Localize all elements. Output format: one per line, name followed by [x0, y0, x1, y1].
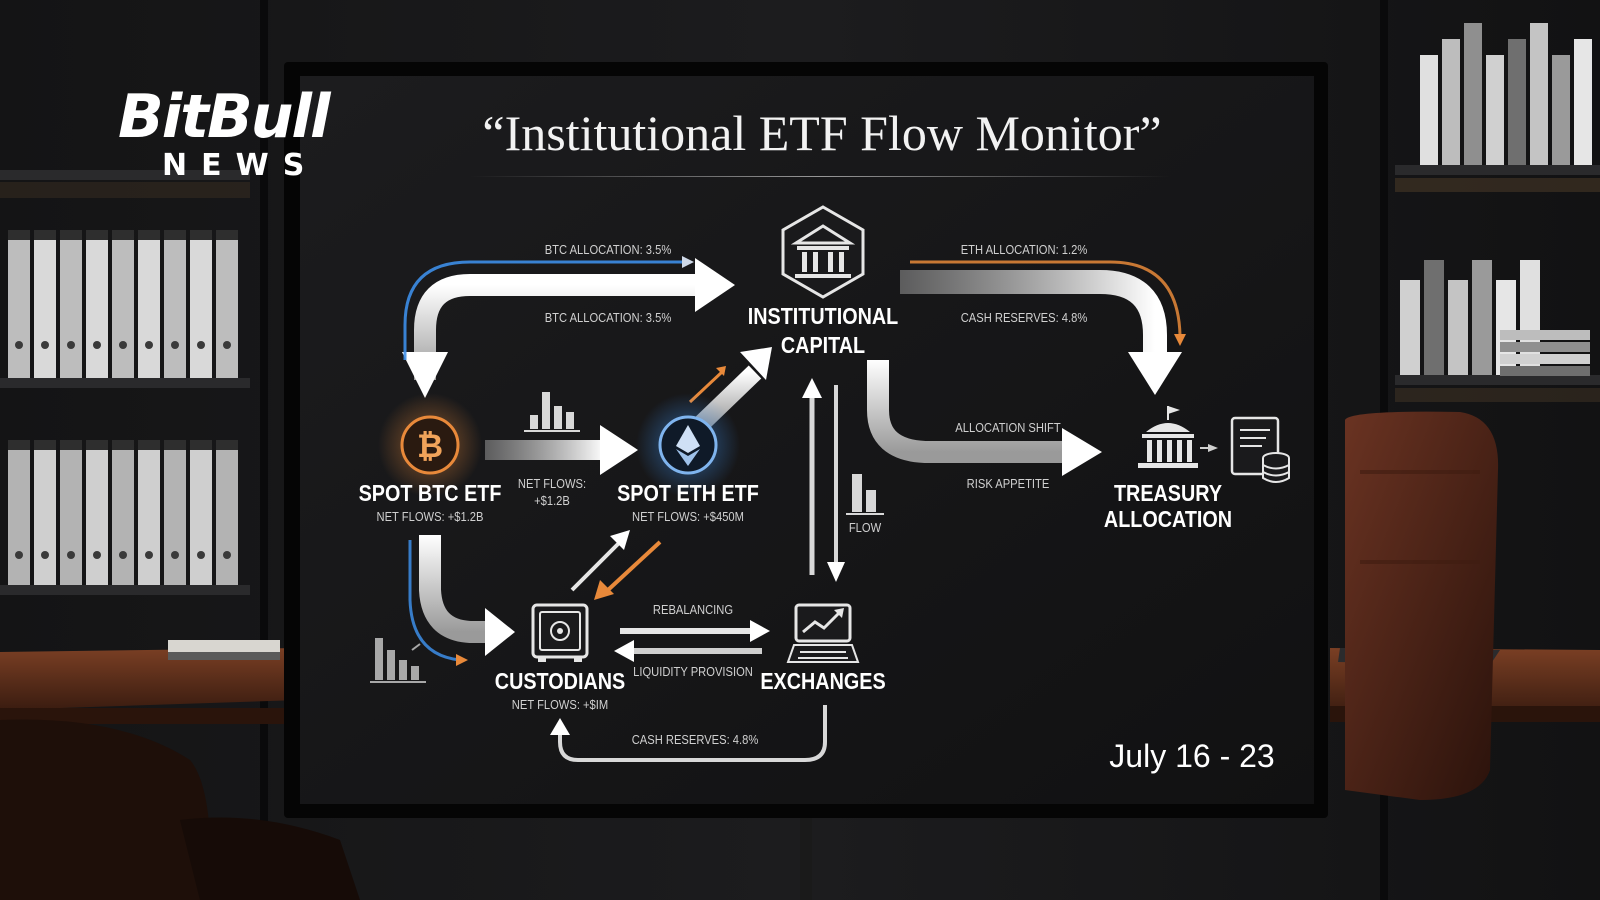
node-institutional-line1: INSTITUTIONAL — [747, 303, 899, 329]
label-net-flows-line2: +$1.2B — [534, 493, 570, 508]
bar-chart-icon — [524, 392, 580, 432]
label-liquidity-provision: LIQUIDITY PROVISION — [633, 664, 753, 679]
treasury-building-icon — [1138, 406, 1198, 468]
arrowhead-to-institutional — [695, 258, 735, 312]
accent-blue-line-bottom — [408, 540, 461, 662]
node-institutional-line2: CAPITAL — [780, 332, 866, 358]
arrow-liquidity-provision — [632, 648, 762, 654]
arrow-btc-to-eth — [485, 440, 605, 460]
books-right — [1400, 23, 1592, 376]
arrow-btc-to-custodians — [419, 535, 490, 643]
accent-orange-line-top — [910, 260, 1182, 336]
arrow-eth-to-custodians — [606, 540, 662, 592]
label-rebalancing: REBALANCING — [652, 602, 734, 617]
arrow-custodians-to-eth — [570, 540, 622, 592]
bitcoin-icon: ₿ — [400, 415, 460, 475]
arrow-institutional-to-treasury — [900, 270, 1167, 360]
arrowhead-to-custodians — [485, 608, 515, 656]
node-custodians: CUSTODIANS — [494, 668, 626, 694]
label-flow: FLOW — [848, 520, 882, 535]
label-net-flows-line1: NET FLOWS: — [517, 476, 587, 491]
node-spot-eth-etf: SPOT ETH ETF — [617, 480, 759, 506]
brand-name: BitBull — [118, 82, 331, 152]
label-allocation-shift: ALLOCATION SHIFT — [955, 420, 1061, 435]
binders-left-bottom — [8, 440, 238, 585]
accent-blue-line-top — [403, 260, 690, 360]
label-cash-reserves-top: CASH RESERVES: 4.8% — [960, 310, 1088, 325]
trading-terminal-icon — [786, 603, 860, 663]
node-spot-btc-etf: SPOT BTC ETF — [358, 480, 502, 506]
document-coins-icon — [1230, 416, 1290, 483]
arrow-rebalancing — [620, 628, 752, 634]
bar-chart-icon-flow — [846, 474, 884, 515]
arrow-capital-to-treasury — [867, 360, 1070, 463]
label-btc-allocation-bottom: BTC ALLOCATION: 3.5% — [544, 310, 672, 325]
svg-text:₿: ₿ — [417, 427, 443, 465]
arrowhead-allocation-shift — [1062, 428, 1102, 476]
bar-chart-icon-left — [370, 638, 426, 683]
node-exchanges: EXCHANGES — [760, 668, 886, 694]
label-cash-reserves-bottom: CASH RESERVES: 4.8% — [631, 732, 759, 747]
title-divider — [470, 176, 1170, 177]
brand-subtitle: NEWS — [162, 148, 319, 183]
node-treasury-line1: TREASURY — [1113, 480, 1223, 506]
arrow-exchanges-to-custodians-loop — [558, 705, 827, 762]
arrow-treasury-to-reserve — [1208, 444, 1218, 452]
board-title: “Institutional ETF Flow Monitor” — [482, 105, 1162, 161]
arrowhead-to-treasury — [1128, 352, 1182, 395]
brand-logo: BitBull NEWS — [118, 82, 358, 183]
vault-icon — [531, 603, 589, 662]
label-risk-appetite: RISK APPETITE — [966, 476, 1050, 491]
spot-btc-etf-flows: NET FLOWS: +$1.2B — [376, 509, 484, 524]
bank-icon — [781, 205, 865, 299]
spot-eth-etf-flows: NET FLOWS: +$450M — [632, 509, 744, 524]
binders-left-top — [8, 230, 238, 378]
ethereum-icon — [658, 415, 718, 475]
arrowhead-to-btc-etf — [402, 352, 448, 398]
label-eth-allocation: ETH ALLOCATION: 1.2% — [960, 242, 1088, 257]
custodians-flows: NET FLOWS: +$IM — [511, 697, 609, 712]
date-range: July 16 - 23 — [1109, 738, 1275, 774]
label-btc-allocation-top: BTC ALLOCATION: 3.5% — [544, 242, 672, 257]
arrow-btc-to-institutional — [414, 274, 700, 380]
node-treasury-line2: ALLOCATION — [1103, 506, 1233, 532]
